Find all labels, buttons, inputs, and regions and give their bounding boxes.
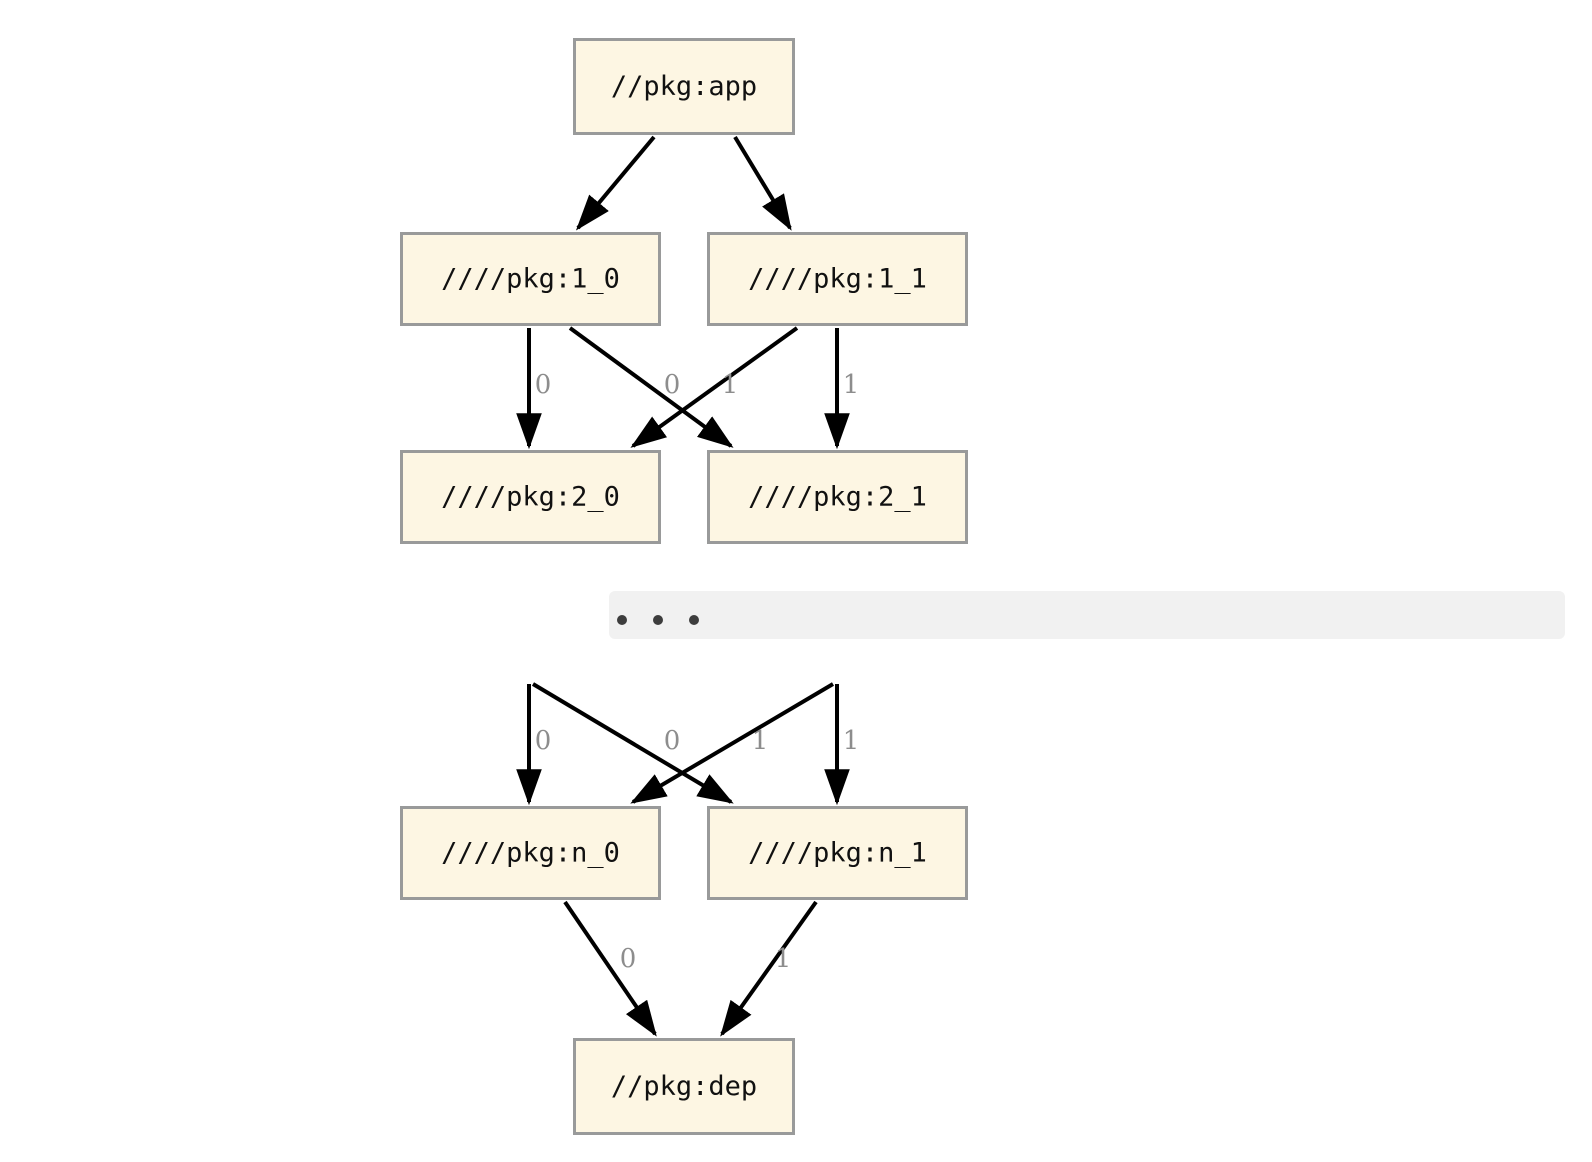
node-box[interactable] (400, 806, 661, 900)
node-label: //pkg:app (611, 71, 757, 102)
node-label: ////pkg:1_1 (748, 264, 927, 295)
graph-edge: 0 (563, 900, 657, 1037)
graph-node-n1_1[interactable]: ////pkg:1_1 (707, 232, 968, 326)
edge-label: 0 (620, 944, 637, 974)
graph-edge: 0 (531, 682, 734, 804)
edge-arrow (568, 326, 734, 448)
node-box[interactable] (707, 806, 968, 900)
graph-edge: 1 (824, 328, 860, 450)
node-box[interactable] (707, 232, 968, 326)
edge-label: 1 (752, 726, 769, 756)
edge-arrow (531, 682, 734, 804)
edge-arrow (720, 900, 818, 1037)
node-box[interactable] (400, 232, 661, 326)
ellipsis-band (609, 591, 1565, 639)
graph-edge (733, 135, 792, 231)
graph-edge: 0 (568, 326, 734, 448)
edge-arrow (575, 135, 656, 231)
graph-node-dep[interactable]: //pkg:dep (573, 1038, 795, 1135)
graph-node-n2_0[interactable]: ////pkg:2_0 (400, 450, 661, 544)
node-label: ////pkg:n_1 (748, 838, 927, 869)
edge-label: 1 (722, 370, 739, 400)
edge-arrow (630, 326, 799, 448)
node-label: //pkg:dep (611, 1071, 757, 1102)
edge-arrow (733, 135, 792, 231)
node-label: ////pkg:n_0 (441, 838, 620, 869)
graph-node-nn_1[interactable]: ////pkg:n_1 (707, 806, 968, 900)
graph-edge: 1 (824, 684, 860, 806)
graph-node-n1_0[interactable]: ////pkg:1_0 (400, 232, 661, 326)
node-box[interactable] (573, 38, 795, 135)
edges-layer: 0 0 1 1 0 0 1 1 0 1 (516, 135, 860, 1037)
graph-edge: 1 (630, 682, 835, 804)
edge-arrow (563, 900, 657, 1037)
edge-label: 0 (664, 370, 681, 400)
edge-label: 1 (843, 370, 860, 400)
edge-label: 0 (664, 726, 681, 756)
graph-node-nn_0[interactable]: ////pkg:n_0 (400, 806, 661, 900)
graph-edge: 0 (516, 684, 552, 806)
edge-label: 1 (843, 726, 860, 756)
graph-edge (575, 135, 656, 231)
ellipsis-dot (689, 615, 699, 625)
edge-arrow (630, 682, 835, 804)
node-box[interactable] (707, 450, 968, 544)
graph-edge: 1 (630, 326, 799, 448)
graph-edge: 1 (720, 900, 818, 1037)
node-box[interactable] (400, 450, 661, 544)
graph-edge: 0 (516, 328, 552, 450)
nodes-layer: //pkg:app ////pkg:1_0 ////pkg:1_1 ////pkg:2… (400, 38, 968, 1135)
edge-label: 1 (775, 944, 792, 974)
edge-label: 0 (535, 370, 552, 400)
edge-label: 0 (535, 726, 552, 756)
ellipsis-dot (653, 615, 663, 625)
ellipsis-separator (609, 591, 1565, 639)
node-box[interactable] (573, 1038, 795, 1135)
node-label: ////pkg:1_0 (441, 264, 620, 295)
node-label: ////pkg:2_0 (441, 482, 620, 513)
node-label: ////pkg:2_1 (748, 482, 927, 513)
graph-node-n2_1[interactable]: ////pkg:2_1 (707, 450, 968, 544)
graph-node-app[interactable]: //pkg:app (573, 38, 795, 135)
ellipsis-dot (617, 615, 627, 625)
